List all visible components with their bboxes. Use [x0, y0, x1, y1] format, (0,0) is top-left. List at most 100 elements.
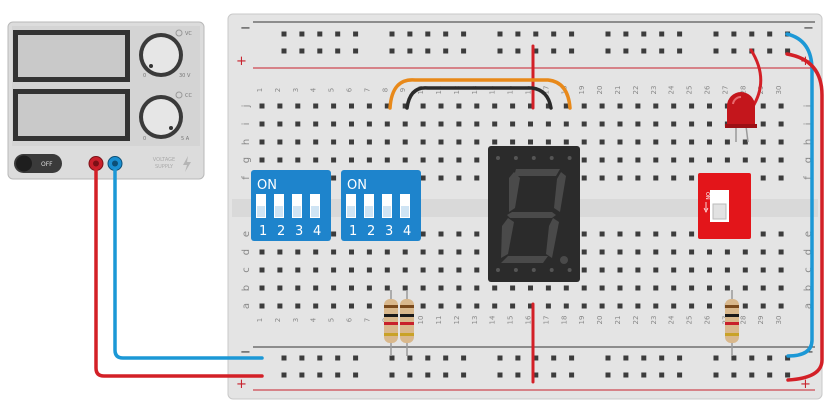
- breadboard-hole[interactable]: [420, 249, 426, 255]
- breadboard-hole[interactable]: [438, 103, 444, 109]
- breadboard-hole[interactable]: [778, 175, 784, 181]
- breadboard-hole[interactable]: [689, 139, 695, 145]
- rail-hole[interactable]: [389, 48, 395, 54]
- breadboard-hole[interactable]: [456, 303, 462, 309]
- breadboard-hole[interactable]: [277, 303, 283, 309]
- breadboard-hole[interactable]: [366, 157, 372, 163]
- breadboard-hole[interactable]: [599, 303, 605, 309]
- rail-hole[interactable]: [713, 48, 719, 54]
- breadboard-hole[interactable]: [438, 175, 444, 181]
- dip-toggle[interactable]: [365, 206, 373, 217]
- rail-hole[interactable]: [281, 48, 287, 54]
- breadboard-hole[interactable]: [724, 139, 730, 145]
- breadboard-hole[interactable]: [742, 157, 748, 163]
- breadboard-hole[interactable]: [438, 157, 444, 163]
- breadboard-hole[interactable]: [474, 231, 480, 237]
- breadboard-hole[interactable]: [420, 175, 426, 181]
- breadboard-hole[interactable]: [689, 303, 695, 309]
- breadboard-hole[interactable]: [438, 285, 444, 291]
- breadboard-hole[interactable]: [384, 267, 390, 273]
- rail-hole[interactable]: [515, 355, 521, 361]
- breadboard-hole[interactable]: [277, 249, 283, 255]
- slide-switch[interactable]: ON: [698, 173, 751, 239]
- breadboard-hole[interactable]: [671, 267, 677, 273]
- breadboard-hole[interactable]: [438, 121, 444, 127]
- breadboard-hole[interactable]: [545, 139, 551, 145]
- breadboard-hole[interactable]: [617, 175, 623, 181]
- breadboard-hole[interactable]: [617, 285, 623, 291]
- breadboard-hole[interactable]: [671, 121, 677, 127]
- dip-toggle[interactable]: [401, 206, 409, 217]
- breadboard-hole[interactable]: [707, 249, 712, 255]
- rail-hole[interactable]: [569, 48, 575, 54]
- rail-hole[interactable]: [299, 31, 305, 37]
- rail-hole[interactable]: [443, 372, 449, 378]
- rail-hole[interactable]: [353, 31, 359, 37]
- breadboard-hole[interactable]: [456, 175, 462, 181]
- breadboard-hole[interactable]: [259, 267, 265, 273]
- rail-hole[interactable]: [713, 355, 719, 361]
- breadboard-hole[interactable]: [778, 139, 784, 145]
- rail-hole[interactable]: [785, 372, 791, 378]
- rail-hole[interactable]: [353, 355, 359, 361]
- breadboard-hole[interactable]: [689, 267, 695, 273]
- breadboard-hole[interactable]: [778, 267, 784, 273]
- breadboard-hole[interactable]: [259, 121, 265, 127]
- breadboard-hole[interactable]: [563, 139, 569, 145]
- breadboard-hole[interactable]: [760, 121, 766, 127]
- breadboard-hole[interactable]: [760, 249, 766, 255]
- breadboard-hole[interactable]: [617, 139, 623, 145]
- rail-hole[interactable]: [425, 372, 431, 378]
- breadboard-hole[interactable]: [545, 121, 551, 127]
- dip-toggle[interactable]: [257, 206, 265, 217]
- rail-hole[interactable]: [353, 372, 359, 378]
- breadboard-hole[interactable]: [760, 231, 766, 237]
- rail-hole[interactable]: [407, 355, 413, 361]
- breadboard-hole[interactable]: [742, 303, 748, 309]
- breadboard-hole[interactable]: [456, 267, 462, 273]
- breadboard-hole[interactable]: [581, 175, 587, 181]
- resistor-2[interactable]: [400, 290, 414, 356]
- breadboard-hole[interactable]: [724, 249, 730, 255]
- breadboard-hole[interactable]: [581, 157, 587, 163]
- rail-hole[interactable]: [443, 355, 449, 361]
- resistor-1[interactable]: [384, 290, 398, 356]
- breadboard-hole[interactable]: [653, 285, 659, 291]
- breadboard-hole[interactable]: [671, 175, 677, 181]
- rail-hole[interactable]: [551, 355, 557, 361]
- breadboard-hole[interactable]: [563, 121, 569, 127]
- rail-hole[interactable]: [677, 48, 683, 54]
- breadboard-hole[interactable]: [313, 285, 319, 291]
- breadboard-hole[interactable]: [492, 285, 498, 291]
- breadboard-hole[interactable]: [707, 139, 712, 145]
- breadboard-hole[interactable]: [778, 231, 784, 237]
- rail-hole[interactable]: [731, 355, 737, 361]
- breadboard-hole[interactable]: [778, 157, 784, 163]
- rail-hole[interactable]: [605, 31, 611, 37]
- breadboard-hole[interactable]: [689, 157, 695, 163]
- breadboard-hole[interactable]: [438, 303, 444, 309]
- breadboard-hole[interactable]: [689, 175, 695, 181]
- breadboard-hole[interactable]: [707, 267, 712, 273]
- breadboard-hole[interactable]: [277, 139, 283, 145]
- breadboard-hole[interactable]: [313, 157, 319, 163]
- breadboard-hole[interactable]: [778, 303, 784, 309]
- breadboard-hole[interactable]: [402, 121, 408, 127]
- rail-hole[interactable]: [713, 372, 719, 378]
- breadboard-hole[interactable]: [724, 157, 730, 163]
- breadboard-hole[interactable]: [671, 231, 677, 237]
- rail-hole[interactable]: [425, 355, 431, 361]
- breadboard-hole[interactable]: [259, 103, 265, 109]
- rail-positive-jumper-wire[interactable]: [785, 52, 824, 382]
- breadboard-hole[interactable]: [331, 139, 337, 145]
- breadboard-hole[interactable]: [689, 231, 695, 237]
- breadboard-hole[interactable]: [366, 103, 372, 109]
- breadboard-hole[interactable]: [492, 139, 498, 145]
- rail-hole[interactable]: [569, 31, 575, 37]
- dip-switch-2[interactable]: ON 1 2 3 4: [341, 170, 421, 241]
- breadboard-hole[interactable]: [671, 103, 677, 109]
- rail-hole[interactable]: [281, 31, 287, 37]
- rail-hole[interactable]: [515, 372, 521, 378]
- breadboard-hole[interactable]: [689, 285, 695, 291]
- rail-hole[interactable]: [461, 355, 467, 361]
